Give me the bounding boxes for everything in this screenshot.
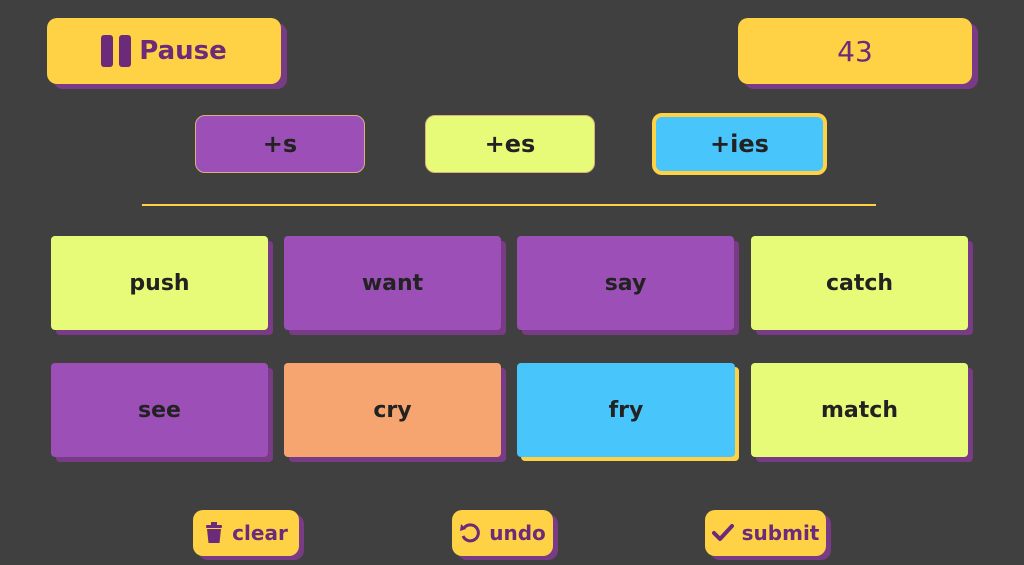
word-tile-see[interactable]: see: [51, 363, 268, 457]
word-label: fry: [608, 397, 644, 423]
word-label: match: [821, 397, 898, 423]
word-tile-fry[interactable]: fry: [517, 363, 735, 457]
word-tile-push[interactable]: push: [51, 236, 268, 330]
suffix-label: +es: [484, 130, 536, 158]
word-label: catch: [825, 270, 894, 296]
suffix-ies-button[interactable]: +ies: [652, 113, 827, 175]
check-icon: [711, 524, 734, 542]
undo-icon: [459, 522, 481, 544]
suffix-s-button[interactable]: +s: [195, 115, 365, 173]
score-display: 43: [738, 18, 972, 84]
pause-button[interactable]: Pause: [47, 18, 281, 84]
clear-button[interactable]: clear: [193, 510, 299, 556]
word-tile-want[interactable]: want: [284, 236, 501, 330]
word-label: say: [604, 270, 647, 296]
score-value: 43: [837, 34, 873, 68]
clear-label: clear: [232, 521, 288, 545]
undo-label: undo: [489, 521, 546, 545]
trash-icon: [204, 522, 224, 544]
word-tile-cry[interactable]: cry: [284, 363, 501, 457]
word-label: want: [361, 270, 424, 296]
divider: [142, 204, 876, 206]
undo-button[interactable]: undo: [452, 510, 553, 556]
word-tile-catch[interactable]: catch: [751, 236, 968, 330]
word-label: cry: [373, 397, 412, 423]
suffix-es-button[interactable]: +es: [425, 115, 595, 173]
word-tile-match[interactable]: match: [751, 363, 968, 457]
suffix-label: +s: [262, 130, 298, 158]
word-tile-say[interactable]: say: [517, 236, 734, 330]
pause-icon: [101, 35, 132, 67]
suffix-label: +ies: [710, 130, 769, 158]
word-label: see: [138, 397, 181, 423]
pause-label: Pause: [139, 36, 227, 66]
submit-button[interactable]: submit: [705, 510, 826, 556]
word-label: push: [129, 270, 190, 296]
submit-label: submit: [741, 521, 820, 545]
